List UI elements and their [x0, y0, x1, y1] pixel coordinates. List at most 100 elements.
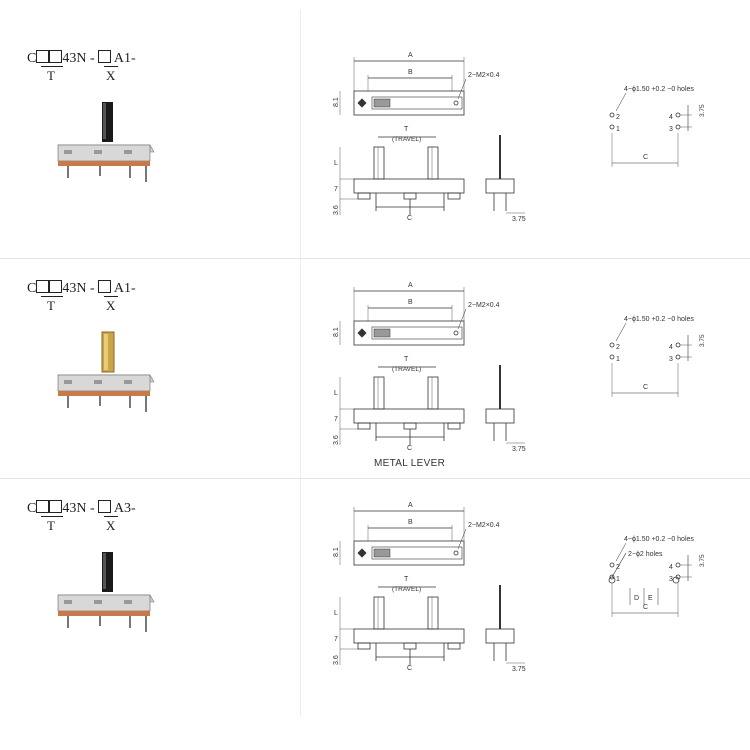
code-label-x: X — [106, 68, 116, 83]
dim-b-label: B — [408, 299, 413, 306]
height-label: 8.1 — [333, 547, 340, 557]
dimension-drawing: A B 2−M2×0.4 8.1 T (TRAVEL) L 7 3.6 C 3.… — [333, 502, 706, 673]
column-divider — [300, 10, 301, 716]
pin-4-label: 4 — [669, 564, 673, 571]
pin-3-label: 3 — [669, 126, 673, 133]
screw-label: 2−M2×0.4 — [468, 72, 500, 79]
pin-hole — [675, 124, 681, 130]
dim-l-label: L — [334, 610, 338, 617]
holes-label: 4−ϕ1.50 +0.2 −0 holes — [624, 536, 694, 543]
slide-switch-photo — [57, 331, 155, 412]
holes-label: 4−ϕ1.50 +0.2 −0 holes — [624, 316, 694, 323]
code-label-x: X — [106, 298, 116, 313]
switch-body-side — [353, 628, 465, 644]
holes-label: 4−ϕ1.50 +0.2 −0 holes — [624, 86, 694, 93]
travel-label: (TRAVEL) — [392, 136, 421, 143]
dim-l-label: L — [334, 390, 338, 397]
dim-375-label: 3.75 — [512, 446, 526, 453]
slide-switch-photo — [57, 552, 155, 632]
travel-t-label: T — [404, 576, 409, 583]
dim-375-label: 3.75 — [512, 666, 526, 673]
pin-hole — [609, 342, 615, 348]
lever-side — [373, 376, 385, 410]
height-label: 8.1 — [333, 327, 340, 337]
hole-c-label: C — [643, 604, 648, 611]
hole-c-label: C — [643, 154, 648, 161]
hole-375-label: 3.75 — [699, 104, 706, 117]
dim-l-label: L — [334, 160, 338, 167]
code-label-x: X — [106, 518, 116, 533]
pin-hole — [609, 574, 615, 580]
switch-top-view — [353, 90, 465, 116]
pin-2-label: 2 — [616, 564, 620, 571]
code-box — [49, 280, 63, 293]
travel-t-label: T — [404, 356, 409, 363]
travel-label: (TRAVEL) — [392, 586, 421, 593]
dim-c-label: C — [407, 445, 412, 452]
pin-1-label: 1 — [616, 356, 620, 363]
dim-36-label: 3.6 — [333, 435, 340, 445]
dim-7-label: 7 — [334, 416, 338, 423]
pin-hole — [675, 354, 681, 360]
switch-top-view — [353, 320, 465, 346]
code-box — [49, 500, 63, 513]
height-label: 8.1 — [333, 97, 340, 107]
code-label-t: T — [47, 68, 55, 83]
switch-body-side — [353, 178, 465, 194]
caption: METAL LEVER — [374, 458, 446, 469]
screw-label: 2−M2×0.4 — [468, 522, 500, 529]
pin-hole — [675, 112, 681, 118]
dim-7-label: 7 — [334, 186, 338, 193]
pin-3-label: 3 — [669, 356, 673, 363]
pin-hole — [675, 342, 681, 348]
hole-375-label: 3.75 — [699, 334, 706, 347]
code-label-t: T — [47, 518, 55, 533]
dim-c-label: C — [407, 215, 412, 222]
large-hole — [608, 576, 616, 584]
travel-t-label: T — [404, 126, 409, 133]
dim-e-label: E — [648, 595, 653, 602]
screw-label: 2−M2×0.4 — [468, 302, 500, 309]
code-box — [98, 280, 112, 293]
pin-hole — [609, 354, 615, 360]
dim-36-label: 3.6 — [333, 205, 340, 215]
dim-d-label: D — [634, 595, 639, 602]
pin-3-label: 3 — [669, 576, 673, 583]
switch-top-view — [353, 540, 465, 566]
switch-end-view — [485, 628, 515, 644]
dimension-drawing: A B 2−M2×0.4 8.1 T (TRAVEL) L 7 3.6 C 3.… — [333, 282, 706, 453]
dim-b-label: B — [408, 69, 413, 76]
dim-a-label: A — [408, 282, 413, 289]
slide-switch-photo — [57, 102, 155, 182]
hole-c-label: C — [643, 384, 648, 391]
pin-hole — [609, 112, 615, 118]
code-box — [36, 280, 50, 293]
switch-end-view — [485, 408, 515, 424]
pin-2-label: 2 — [616, 344, 620, 351]
pin-hole — [609, 124, 615, 130]
code-box — [98, 500, 112, 513]
code-label-t: T — [47, 298, 55, 313]
pin-1-label: 1 — [616, 576, 620, 583]
row-divider-2 — [0, 478, 750, 479]
dim-b-label: B — [408, 519, 413, 526]
dimension-drawing: A B 2−M2×0.4 8.1 T (TRAVEL) L 7 3.6 C 3.… — [333, 52, 706, 223]
code-box — [36, 500, 50, 513]
hole-375-label: 3.75 — [699, 554, 706, 567]
travel-label: (TRAVEL) — [392, 366, 421, 373]
code-box — [36, 50, 50, 63]
dim-a-label: A — [408, 502, 413, 509]
lever-side — [373, 146, 385, 180]
pin-hole — [675, 562, 681, 568]
pin-4-label: 4 — [669, 114, 673, 121]
dim-c-label: C — [407, 665, 412, 672]
large-hole — [672, 576, 680, 584]
dim-7-label: 7 — [334, 636, 338, 643]
dim-36-label: 3.6 — [333, 655, 340, 665]
